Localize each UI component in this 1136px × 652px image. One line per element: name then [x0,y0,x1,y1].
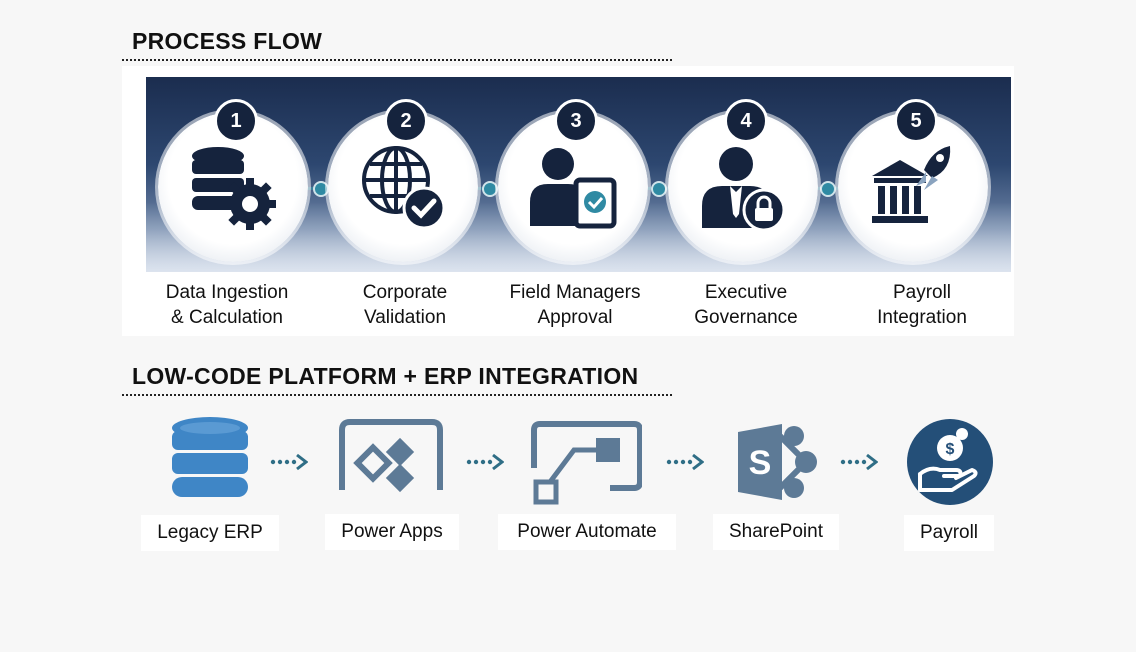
step-4-badge: 4 [724,99,768,143]
globe-check-icon [362,146,446,230]
sharepoint-icon: S [738,424,817,500]
step-5-circle [838,112,988,262]
step-4-label-line1: Executive [704,282,788,303]
step-2-badge: 2 [384,99,428,143]
step-1-label: Data Ingestion & Calculation [137,280,317,330]
step-4-label-line2: Governance [694,307,798,328]
power-automate-icon [531,421,642,505]
arrow-icon [270,453,308,471]
arrow-icon [466,453,504,471]
connector-dot [313,181,329,197]
connector-dot [651,181,667,197]
platform-label-legacy-erp: Legacy ERP [141,515,279,551]
step-5-label-line1: Payroll [892,282,952,303]
platform-title: LOW-CODE PLATFORM + ERP INTEGRATION [122,363,672,396]
step-2-label: Corporate Validation [315,280,495,330]
bank-rocket-icon [872,146,951,223]
step-4-label: Executive Governance [656,280,836,330]
arrow-icon [666,453,704,471]
platform-label-payroll: Payroll [904,515,994,551]
step-1-badge: 1 [214,99,258,143]
step-1-circle [158,112,308,262]
step-2-label-line2: Validation [363,307,447,328]
step-3-label-line2: Approval [537,307,613,328]
step-5-label: Payroll Integration [832,280,1012,330]
executive-lock-icon [702,147,786,232]
svg-text:S: S [749,444,772,482]
step-3-badge: 3 [554,99,598,143]
platform-label-power-apps: Power Apps [325,514,459,550]
step-1-label-line1: Data Ingestion [165,282,289,303]
connector-dot [482,181,498,197]
payroll-hand-coin-icon: $ [907,419,993,505]
process-flow-banner: 1 2 3 [146,77,1011,272]
step-5-badge: 5 [894,99,938,143]
arrow-icon [840,453,878,471]
platform-label-power-automate: Power Automate [498,514,676,550]
database-gear-icon [192,147,276,230]
step-2-label-line1: Corporate [362,282,448,303]
database-icon [172,417,248,497]
platform-label-sharepoint: SharePoint [713,514,839,550]
power-apps-icon [339,419,443,493]
step-5-label-line2: Integration [877,307,967,328]
process-flow-title: PROCESS FLOW [122,28,672,61]
connector-dot [820,181,836,197]
step-1-label-line2: & Calculation [171,307,283,328]
user-approval-icon [530,148,617,229]
step-3-label: Field Managers Approval [485,280,665,330]
step-3-label-line1: Field Managers [509,282,641,303]
svg-text:$: $ [946,441,955,458]
